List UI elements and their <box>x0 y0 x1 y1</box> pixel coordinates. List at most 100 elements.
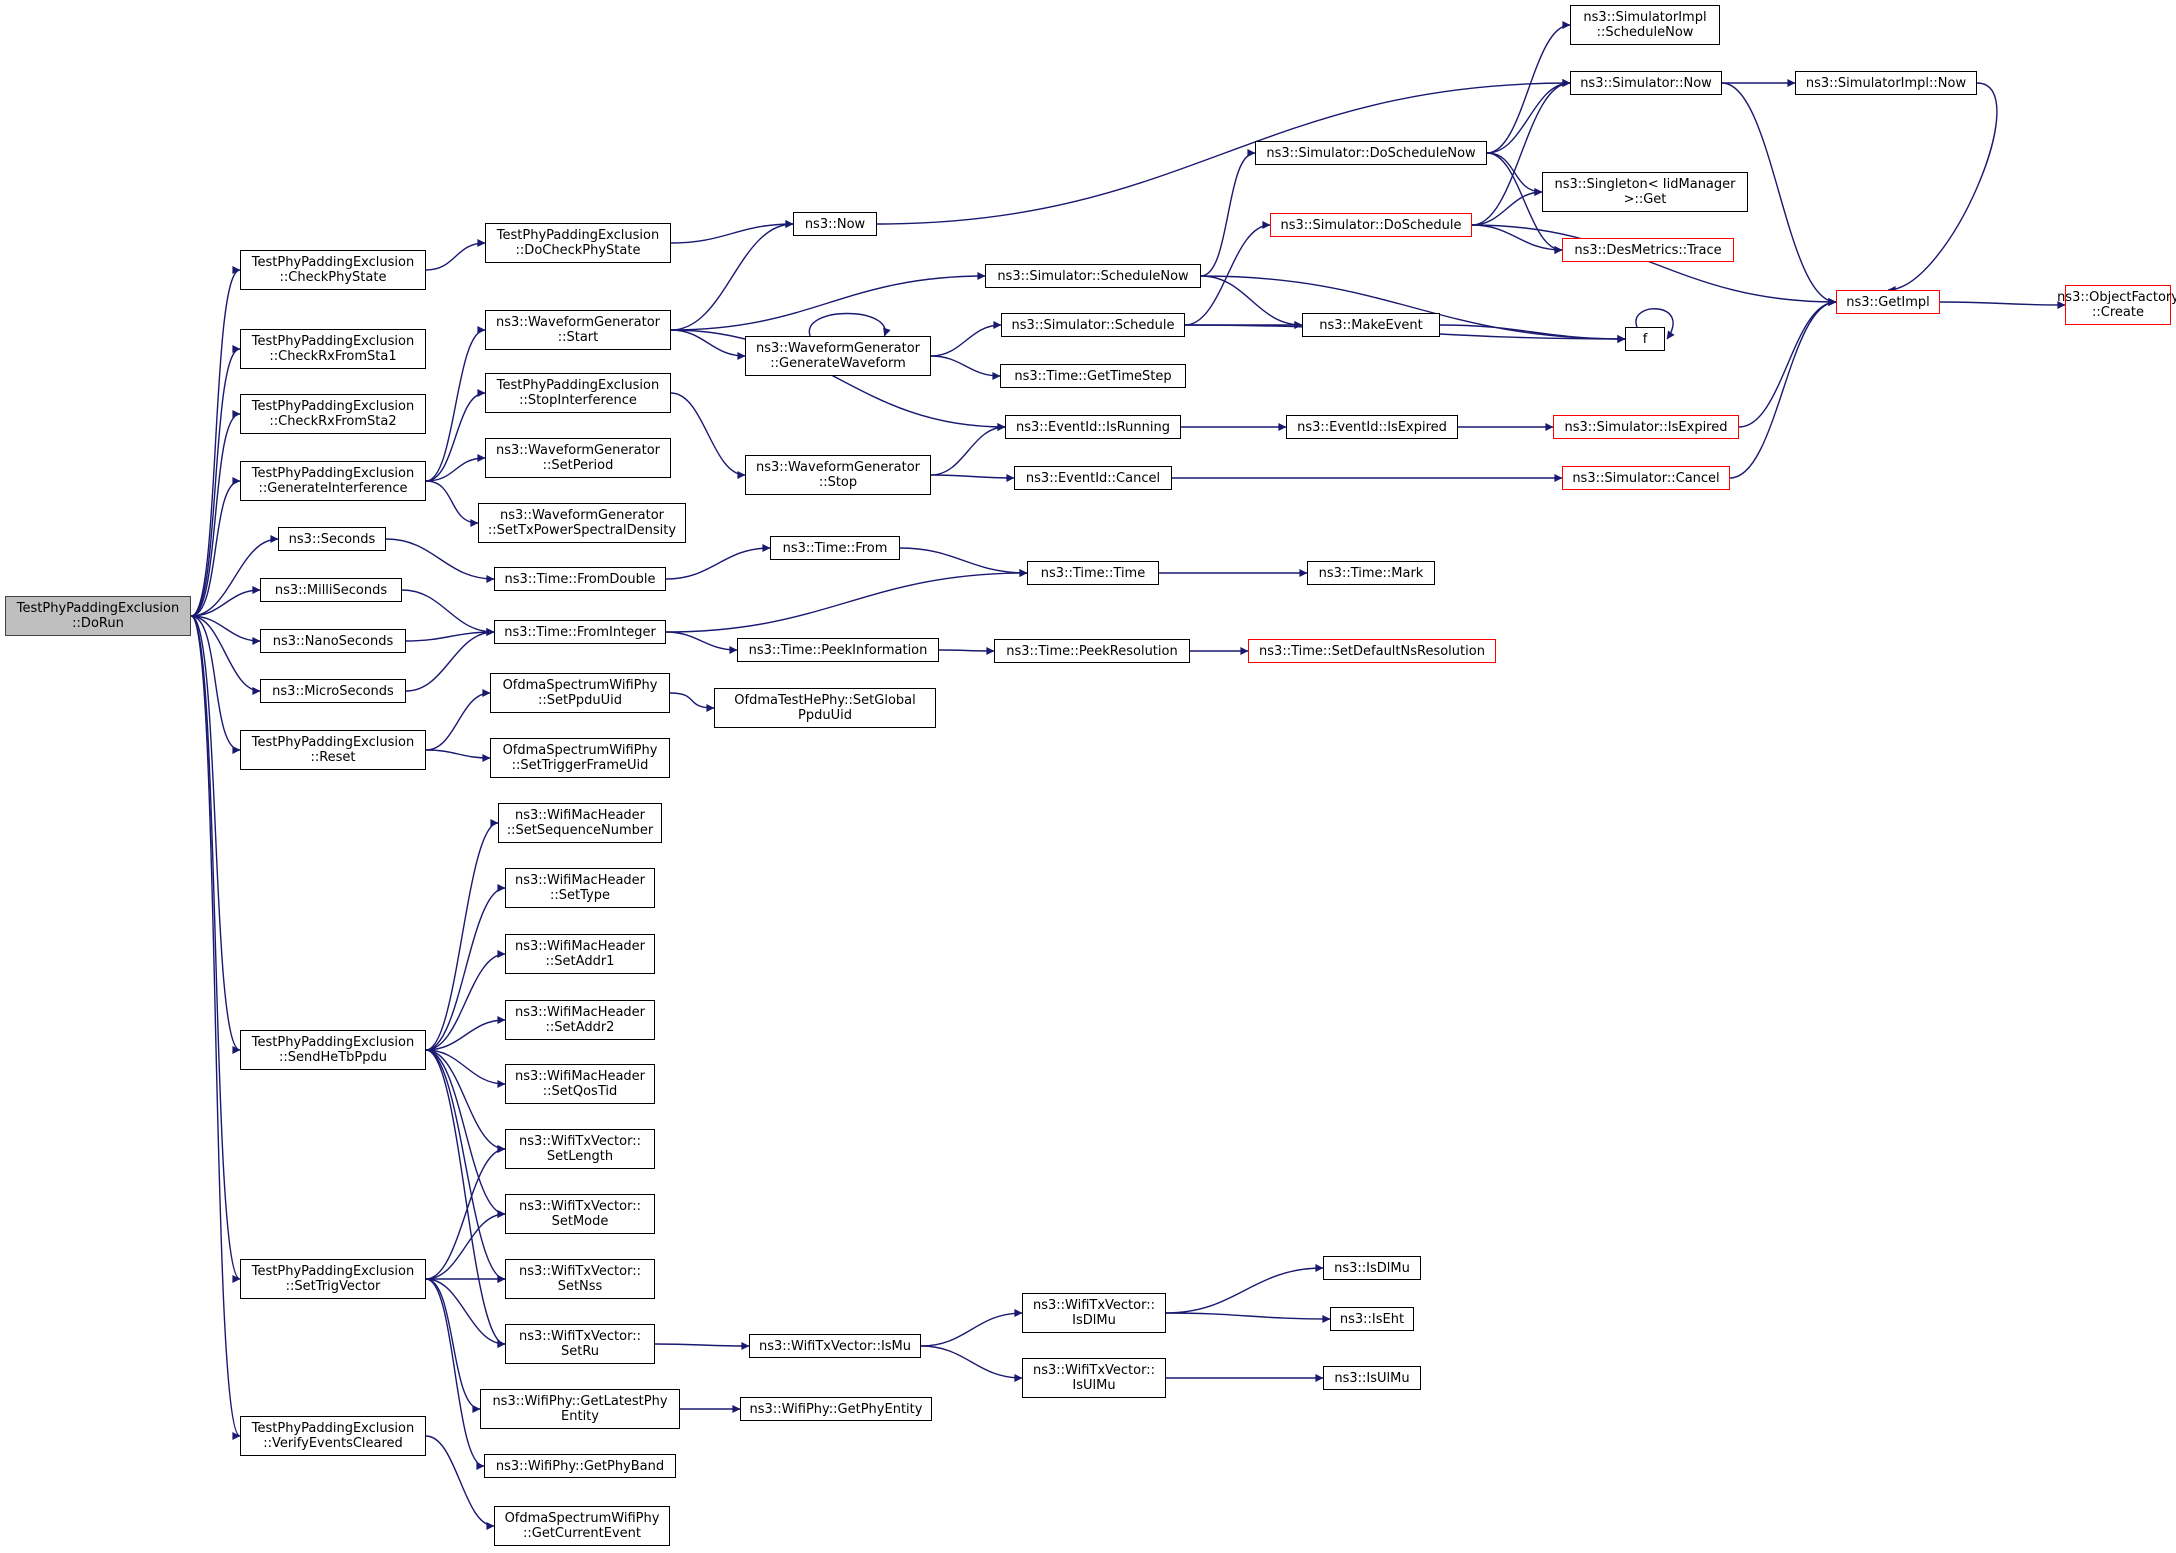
node-getimpl[interactable]: ns3::GetImpl <box>1836 290 1940 314</box>
node-sendhetb[interactable]: TestPhyPaddingExclusion::SendHeTbPpdu <box>240 1030 426 1070</box>
node-genwave[interactable]: ns3::WaveformGenerator::GenerateWaveform <box>745 336 931 376</box>
node-timefrom[interactable]: ns3::Time::From <box>770 536 900 560</box>
node-label: ns3::GetImpl <box>1846 294 1930 310</box>
node-setppduuid[interactable]: OfdmaSpectrumWifiPhy::SetPpduUid <box>490 673 670 713</box>
edge-f-self <box>1635 308 1675 340</box>
node-singleton[interactable]: ns3::Singleton< IidManager>::Get <box>1542 172 1748 212</box>
node-label: IsDlMu <box>1072 1313 1116 1328</box>
node-peekinfo[interactable]: ns3::Time::PeekInformation <box>737 638 939 662</box>
node-doschednow[interactable]: ns3::Simulator::DoScheduleNow <box>1255 141 1487 165</box>
node-label: ns3::IsDlMu <box>1334 1260 1410 1276</box>
node-setlength[interactable]: ns3::WifiTxVector::SetLength <box>505 1129 655 1169</box>
node-objfactory[interactable]: ns3::ObjectFactory::Create <box>2057 285 2176 325</box>
node-geninterf[interactable]: TestPhyPaddingExclusion::GenerateInterfe… <box>240 461 426 501</box>
node-simschednow[interactable]: ns3::Simulator::ScheduleNow <box>985 264 1201 288</box>
node-isdlmu[interactable]: ns3::WifiTxVector::IsDlMu <box>1022 1293 1166 1333</box>
node-f[interactable]: f <box>1625 327 1665 351</box>
node-setseq[interactable]: ns3::WifiMacHeader::SetSequenceNumber <box>498 803 662 843</box>
node-setdefres[interactable]: ns3::Time::SetDefaultNsResolution <box>1248 639 1496 663</box>
node-fromdouble[interactable]: ns3::Time::FromDouble <box>494 567 666 591</box>
node-makeevent[interactable]: ns3::MakeEvent <box>1302 313 1440 337</box>
node-setnss[interactable]: ns3::WifiTxVector::SetNss <box>505 1259 655 1299</box>
edge-dorun-checkphystate <box>190 266 241 617</box>
node-stopinterf[interactable]: TestPhyPaddingExclusion::StopInterferenc… <box>485 373 671 413</box>
node-settxpsd[interactable]: ns3::WaveformGenerator::SetTxPowerSpectr… <box>478 503 686 543</box>
edge-ismu-isulmu <box>920 1345 1023 1382</box>
node-simimplnow[interactable]: ns3::SimulatorImpl::Now <box>1795 71 1977 95</box>
node-label: ::Create <box>2092 305 2144 320</box>
node-simimplsn[interactable]: ns3::SimulatorImpl::ScheduleNow <box>1570 5 1720 45</box>
edge-simcancel-getimpl <box>1729 298 1837 479</box>
node-docheck[interactable]: TestPhyPaddingExclusion::DoCheckPhyState <box>485 223 671 263</box>
node-simsched[interactable]: ns3::Simulator::Schedule <box>1001 313 1185 337</box>
node-label: ns3::Simulator::ScheduleNow <box>997 268 1189 284</box>
node-setaddr2[interactable]: ns3::WifiMacHeader::SetAddr2 <box>505 1000 655 1040</box>
node-setqos[interactable]: ns3::WifiMacHeader::SetQosTid <box>505 1064 655 1104</box>
node-seconds[interactable]: ns3::Seconds <box>278 527 386 551</box>
node-label: ns3::WaveformGenerator <box>495 315 661 330</box>
node-gettimestep[interactable]: ns3::Time::GetTimeStep <box>1000 364 1186 388</box>
node-cancel[interactable]: ns3::EventId::Cancel <box>1014 466 1172 490</box>
edge-checkphystate-docheck <box>425 239 486 271</box>
node-nanos[interactable]: ns3::NanoSeconds <box>260 629 406 653</box>
node-settype[interactable]: ns3::WifiMacHeader::SetType <box>505 868 655 908</box>
node-label: IsUlMu <box>1072 1378 1116 1393</box>
node-label: ::SendHeTbPpdu <box>278 1050 388 1065</box>
node-setaddr1[interactable]: ns3::WifiMacHeader::SetAddr1 <box>505 934 655 974</box>
node-reset[interactable]: TestPhyPaddingExclusion::Reset <box>240 730 426 770</box>
edge-isdlmu-isdlmu2 <box>1165 1264 1324 1314</box>
node-label: ::SetAddr1 <box>545 954 615 969</box>
node-label: ns3::Simulator::DoScheduleNow <box>1266 145 1476 161</box>
node-checkrx1[interactable]: TestPhyPaddingExclusion::CheckRxFromSta1 <box>240 329 426 369</box>
node-checkrx2[interactable]: TestPhyPaddingExclusion::CheckRxFromSta2 <box>240 394 426 434</box>
node-isulmu2[interactable]: ns3::IsUlMu <box>1323 1366 1421 1390</box>
node-now[interactable]: ns3::Now <box>793 212 877 236</box>
node-setmode[interactable]: ns3::WifiTxVector::SetMode <box>505 1194 655 1234</box>
node-millis[interactable]: ns3::MilliSeconds <box>260 578 402 602</box>
node-simisexp[interactable]: ns3::Simulator::IsExpired <box>1553 415 1739 439</box>
node-settrig[interactable]: TestPhyPaddingExclusion::SetTrigVector <box>240 1259 426 1299</box>
node-desmetrics[interactable]: ns3::DesMetrics::Trace <box>1562 238 1734 262</box>
node-getphyentity[interactable]: ns3::WifiPhy::GetPhyEntity <box>740 1397 932 1421</box>
node-isexpired[interactable]: ns3::EventId::IsExpired <box>1286 415 1458 439</box>
node-setru[interactable]: ns3::WifiTxVector::SetRu <box>505 1324 655 1364</box>
node-dosched[interactable]: ns3::Simulator::DoSchedule <box>1270 213 1472 237</box>
node-label: TestPhyPaddingExclusion <box>251 735 415 750</box>
node-wgstart[interactable]: ns3::WaveformGenerator::Start <box>485 310 671 350</box>
node-iseht[interactable]: ns3::IsEht <box>1330 1307 1414 1331</box>
node-timetime[interactable]: ns3::Time::Time <box>1027 561 1159 585</box>
node-timemark[interactable]: ns3::Time::Mark <box>1307 561 1435 585</box>
node-frominteger[interactable]: ns3::Time::FromInteger <box>494 620 666 644</box>
node-label: ns3::DesMetrics::Trace <box>1574 242 1722 258</box>
node-label: Entity <box>561 1409 599 1424</box>
node-verify[interactable]: TestPhyPaddingExclusion::VerifyEventsCle… <box>240 1416 426 1456</box>
node-isulmu[interactable]: ns3::WifiTxVector::IsUlMu <box>1022 1358 1166 1398</box>
node-label: ::SetPpduUid <box>537 693 623 708</box>
node-ismu[interactable]: ns3::WifiTxVector::IsMu <box>749 1334 921 1358</box>
node-label: ns3::WaveformGenerator <box>499 508 665 523</box>
node-dorun[interactable]: TestPhyPaddingExclusion::DoRun <box>5 596 191 636</box>
node-getphyband[interactable]: ns3::WifiPhy::GetPhyBand <box>484 1454 676 1478</box>
node-label: ::GetCurrentEvent <box>523 1526 641 1541</box>
node-micros[interactable]: ns3::MicroSeconds <box>260 679 406 703</box>
edge-wgstop-isrunning <box>930 423 1006 476</box>
node-simnow[interactable]: ns3::Simulator::Now <box>1570 71 1722 95</box>
node-getcurrent[interactable]: OfdmaSpectrumWifiPhy::GetCurrentEvent <box>494 1506 670 1546</box>
node-label: TestPhyPaddingExclusion <box>251 399 415 414</box>
node-label: TestPhyPaddingExclusion <box>251 1035 415 1050</box>
node-wgstop[interactable]: ns3::WaveformGenerator::Stop <box>745 455 931 495</box>
node-simcancel[interactable]: ns3::Simulator::Cancel <box>1562 466 1730 490</box>
edge-getimpl-objfactory <box>1939 300 2066 309</box>
edge-doschednow-desmetrics <box>1486 152 1563 254</box>
node-label: ns3::SimulatorImpl::Now <box>1805 75 1967 91</box>
node-settrigframe[interactable]: OfdmaSpectrumWifiPhy::SetTriggerFrameUid <box>490 738 670 778</box>
node-isrunning[interactable]: ns3::EventId::IsRunning <box>1005 415 1181 439</box>
node-label: ns3::WifiTxVector:: <box>1032 1298 1155 1313</box>
node-setperiod[interactable]: ns3::WaveformGenerator::SetPeriod <box>485 438 671 478</box>
node-checkphystate[interactable]: TestPhyPaddingExclusion::CheckPhyState <box>240 250 426 290</box>
node-isdlmu2[interactable]: ns3::IsDlMu <box>1323 1256 1421 1280</box>
node-peekres[interactable]: ns3::Time::PeekResolution <box>994 639 1190 663</box>
